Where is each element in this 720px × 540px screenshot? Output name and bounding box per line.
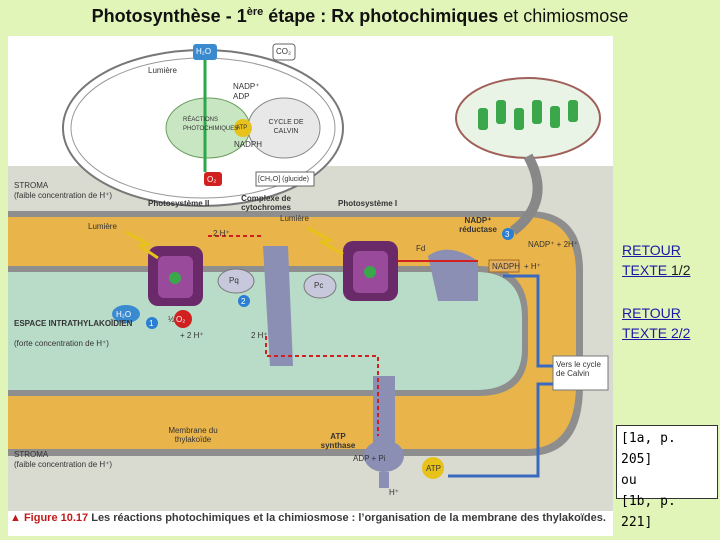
- ps2-label: Photosystème II: [148, 199, 210, 208]
- inset-o2-label: O₂: [207, 175, 217, 184]
- inset-cycle-label: CYCLE DE CALVIN: [268, 119, 304, 135]
- pc-label: Pc: [314, 281, 324, 290]
- thylakoid-diagram: [8, 43, 613, 511]
- nadph-box: [488, 259, 520, 273]
- retour-texte-1-text: RETOUR TEXTE: [622, 242, 681, 278]
- membrane-label: Membrane du thylakoïde: [168, 426, 218, 444]
- calvin-box: [552, 355, 609, 391]
- lumen-sublabel: (forte concentration de H⁺): [14, 339, 109, 348]
- adp-pi-label: ADP + Pi: [353, 454, 386, 463]
- title-suffix: et chimiosmose: [498, 6, 629, 26]
- pc-shape: [303, 273, 337, 299]
- ps1-label: Photosystème I: [338, 199, 398, 208]
- reference-line-1: [1a, p. 205]: [621, 431, 676, 467]
- inset-co2-label: CO₂: [276, 47, 292, 56]
- title-bold: Rx photochimiques: [331, 6, 499, 26]
- light-bolt-2: [307, 226, 344, 256]
- inset-co2-box: [272, 43, 296, 61]
- twoh-label-c: 2 H⁺: [251, 331, 268, 340]
- badge-2-label: 2: [241, 297, 246, 306]
- light-bolt-1: [125, 230, 159, 260]
- badge-2: [238, 295, 250, 307]
- h-plus-label: + H⁺: [524, 262, 541, 271]
- retour-texte-1-num: 1/2: [671, 262, 691, 278]
- nadp-equation: NADP⁺ + 2H⁺: [528, 240, 579, 249]
- chloroplast: [455, 77, 601, 159]
- retour-texte-1-link[interactable]: RETOUR TEXTE 1/2: [622, 240, 712, 280]
- cytochrome-complex: [263, 246, 293, 366]
- title-sup: ère: [246, 6, 264, 18]
- inset-h2o-label: H₂O: [196, 47, 212, 56]
- proton-arrow: [265, 336, 379, 436]
- slide-title: Photosynthèse - 1ère étape : Rx photochi…: [0, 6, 720, 27]
- badge-1-label: 1: [149, 319, 154, 328]
- half-label: ½: [168, 315, 175, 324]
- stroma-sublabel-2: (faible concentration de H⁺): [14, 460, 113, 469]
- pq-label: Pq: [229, 276, 239, 285]
- o2-label: O₂: [176, 315, 186, 324]
- light-label-2: Lumière: [280, 214, 309, 223]
- light-label-1: Lumière: [88, 222, 117, 231]
- inset-adp-label: ADP: [233, 92, 250, 101]
- atp-to-calvin-arrow: [448, 382, 553, 478]
- inset-nadph-label: NADPH: [234, 140, 263, 149]
- inset-atp-label: ATP: [236, 125, 248, 131]
- nadph-to-calvin-arrow: [503, 274, 553, 368]
- badge-1: [146, 317, 158, 329]
- calvin-label: Vers le cycle de Calvin: [556, 360, 601, 378]
- pq-shape: [217, 268, 255, 294]
- h2o-label: H₂O: [116, 310, 132, 319]
- inset-h2o-box: [193, 44, 217, 60]
- zoom-arrow: [509, 153, 543, 235]
- photosystem-1: [343, 241, 398, 301]
- inset-atp-icon: [234, 119, 252, 137]
- figure-caption: ▲ Figure 10.17 Les réactions photochimiq…: [10, 512, 606, 524]
- caption-text: Les réactions photochimiques et la chimi…: [91, 512, 606, 524]
- nadp-reductase-label: NADP⁺ réductase: [459, 216, 497, 234]
- stroma-sublabel: (faible concentration de H⁺): [14, 191, 113, 200]
- caption-figure-number: Figure 10.17: [23, 512, 89, 524]
- badge-3: [502, 228, 514, 240]
- grana-stacks: [478, 100, 578, 130]
- h2o-bubble: [112, 305, 140, 323]
- inset-ch2o-label: [CH₂O] (glucide): [258, 176, 309, 183]
- atp-synthase-label: ATP synthase: [320, 432, 356, 450]
- inset-o2-box: [204, 172, 222, 186]
- nadp-reductase: [428, 249, 478, 301]
- reference-line-2: ou: [621, 473, 637, 488]
- title-middle: étape :: [263, 6, 332, 26]
- h-out-label: H⁺: [389, 488, 399, 497]
- reference-box: [1a, p. 205] ou [1b, p. 221]: [616, 425, 718, 530]
- retour-texte-2-link[interactable]: RETOUR TEXTE 2/2: [622, 305, 691, 341]
- twoh-label-a: + 2 H⁺: [180, 331, 204, 340]
- title-prefix: Photosynthèse - 1: [91, 6, 247, 26]
- lumen-label: ESPACE INTRATHYLAKOÏDIEN: [14, 319, 133, 328]
- stroma-label: STROMA: [14, 181, 49, 190]
- reference-line-3: [1b, p. 221]: [621, 494, 676, 530]
- inset-ch2o-box: [255, 171, 315, 187]
- inset-nadp-label: NADP⁺: [233, 82, 260, 91]
- badge-3-label: 3: [505, 230, 510, 239]
- atp-icon: [422, 457, 444, 479]
- fd-label: Fd: [416, 244, 426, 253]
- cytochrome-label: Complexe de cytochromes: [241, 194, 291, 212]
- inset-reactions-label: RÉACTIONS PHOTOCHIMIQUES: [183, 117, 239, 132]
- o2-bubble: [174, 310, 192, 328]
- figure-panel: H₂O CO₂ Lumière NADP⁺ ADP RÉACTIONS PHOT…: [8, 36, 613, 536]
- nadph-box-label: NADPH: [492, 262, 521, 271]
- photosystem-2: [148, 246, 203, 306]
- atp-label: ATP: [426, 464, 441, 473]
- inset-light-label: Lumière: [148, 66, 177, 75]
- stroma-label-2: STROMA: [14, 450, 49, 459]
- twoh-label-b: 2 H⁺: [213, 229, 230, 238]
- lumen-area: [8, 272, 522, 390]
